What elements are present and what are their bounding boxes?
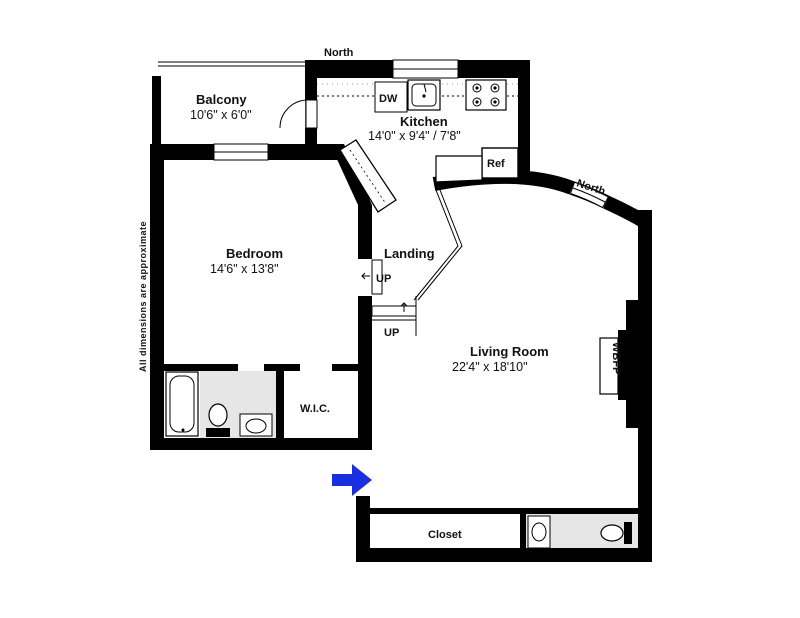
living-bottom-wall	[356, 548, 652, 562]
bedroom-left-wall	[150, 144, 164, 450]
dw-label: DW	[379, 93, 398, 105]
fireplace	[599, 337, 619, 395]
kitchen-peninsula	[435, 155, 483, 183]
bedroom-right-wall-upper	[358, 205, 372, 259]
wbfp-label: WBFP	[610, 342, 622, 374]
kitchen-angled-counter	[339, 139, 397, 213]
landing-step-lower	[371, 305, 417, 317]
half-bath-toilet	[600, 524, 624, 542]
wic-left-wall	[276, 364, 284, 440]
fireplace-wall	[618, 300, 638, 428]
balcony-left-wall	[152, 76, 161, 150]
refrigerator	[481, 147, 519, 179]
up-label-1: UP	[376, 273, 391, 285]
bedroom-name: Bedroom	[226, 246, 283, 261]
kitchen-north-wall-left	[305, 60, 393, 78]
bedroom-right-wall-lower	[358, 296, 372, 450]
landing-label: Landing	[384, 246, 435, 261]
living-room-dims: 22'4" x 18'10"	[452, 360, 528, 374]
living-room-name: Living Room	[470, 344, 549, 359]
kitchen-counter	[317, 79, 518, 113]
living-right-wall	[638, 210, 652, 562]
kitchen-dims: 14'0" x 9'4" / 7'8"	[368, 129, 461, 143]
bedroom-north-wall-left	[150, 144, 214, 160]
landing-stairs	[361, 189, 463, 336]
half-bath	[526, 514, 638, 549]
north-label-top: North	[324, 47, 354, 59]
entry-arrow-icon	[332, 464, 372, 496]
bath-top-wall-left	[164, 364, 238, 371]
bedroom-north-wall-right	[268, 144, 340, 160]
half-bath-left-wall	[520, 508, 526, 552]
toilet	[208, 403, 228, 427]
ref-label: Ref	[487, 158, 505, 170]
bathroom	[165, 371, 276, 438]
wic-top-wall	[332, 364, 360, 371]
kitchen-name: Kitchen	[400, 114, 448, 129]
landing-step-upper	[371, 259, 383, 295]
kitchen-north-wall-right	[458, 60, 530, 78]
up-label-2: UP	[384, 327, 399, 339]
kitchen-right-wall	[518, 60, 530, 182]
closet-top-wall	[370, 508, 640, 514]
balcony-name: Balcony	[196, 92, 247, 107]
bedroom-angled-wall	[330, 144, 372, 220]
living-left-wall-lower	[356, 496, 370, 562]
wic-label: W.I.C.	[300, 403, 330, 415]
kitchen-range	[465, 79, 507, 111]
bedroom-dims: 14'6" x 13'8"	[210, 262, 279, 276]
balcony-door	[279, 99, 318, 129]
kitchen-left-wall	[305, 60, 317, 100]
dimensions-note: All dimensions are approximate	[138, 221, 148, 372]
balcony-dims: 10'6" x 6'0"	[190, 108, 252, 122]
dishwasher	[374, 81, 408, 113]
living-curved-wall-right	[603, 195, 649, 229]
closet-label: Closet	[428, 529, 462, 541]
bedroom-bottom-wall	[150, 438, 370, 450]
